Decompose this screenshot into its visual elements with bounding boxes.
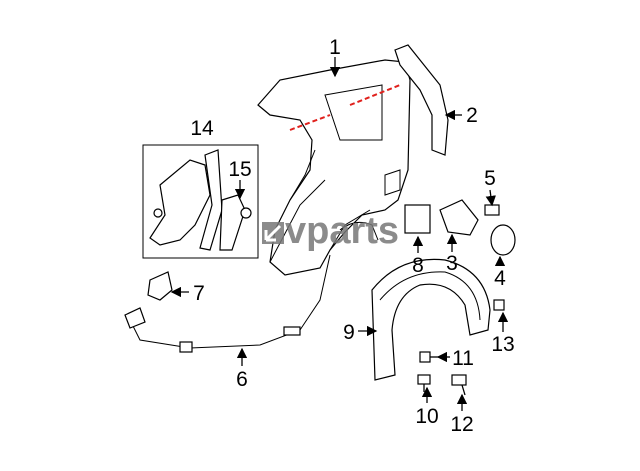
fender-liner xyxy=(371,258,491,381)
bracket-assembly-box xyxy=(142,144,259,259)
fuel-cap xyxy=(490,224,516,256)
callout-8: 8 xyxy=(412,254,424,277)
bracket-part xyxy=(149,159,211,246)
cable-bracket xyxy=(147,271,173,301)
pillar-trim xyxy=(394,44,449,156)
fuel-housing xyxy=(404,204,431,234)
callout-4: 4 xyxy=(494,267,506,290)
callout-13: 13 xyxy=(491,333,514,356)
vparts-watermark-logo: vparts xyxy=(262,210,399,252)
callout-3: 3 xyxy=(446,252,458,275)
watermark-text: vparts xyxy=(285,210,399,252)
callout-5: 5 xyxy=(484,167,496,190)
callout-11: 11 xyxy=(452,347,474,370)
callout-10: 10 xyxy=(415,405,438,428)
callout-arrows xyxy=(170,57,509,411)
callout-2: 2 xyxy=(466,104,478,127)
callout-14: 14 xyxy=(190,117,214,140)
callout-6: 6 xyxy=(236,368,248,391)
callout-7: 7 xyxy=(193,282,205,305)
quarter-panel xyxy=(257,59,411,276)
callout-12: 12 xyxy=(450,413,473,436)
callout-9: 9 xyxy=(343,321,355,344)
fuel-door xyxy=(439,199,479,236)
callout-15: 15 xyxy=(228,158,251,181)
callout-1: 1 xyxy=(329,36,341,59)
